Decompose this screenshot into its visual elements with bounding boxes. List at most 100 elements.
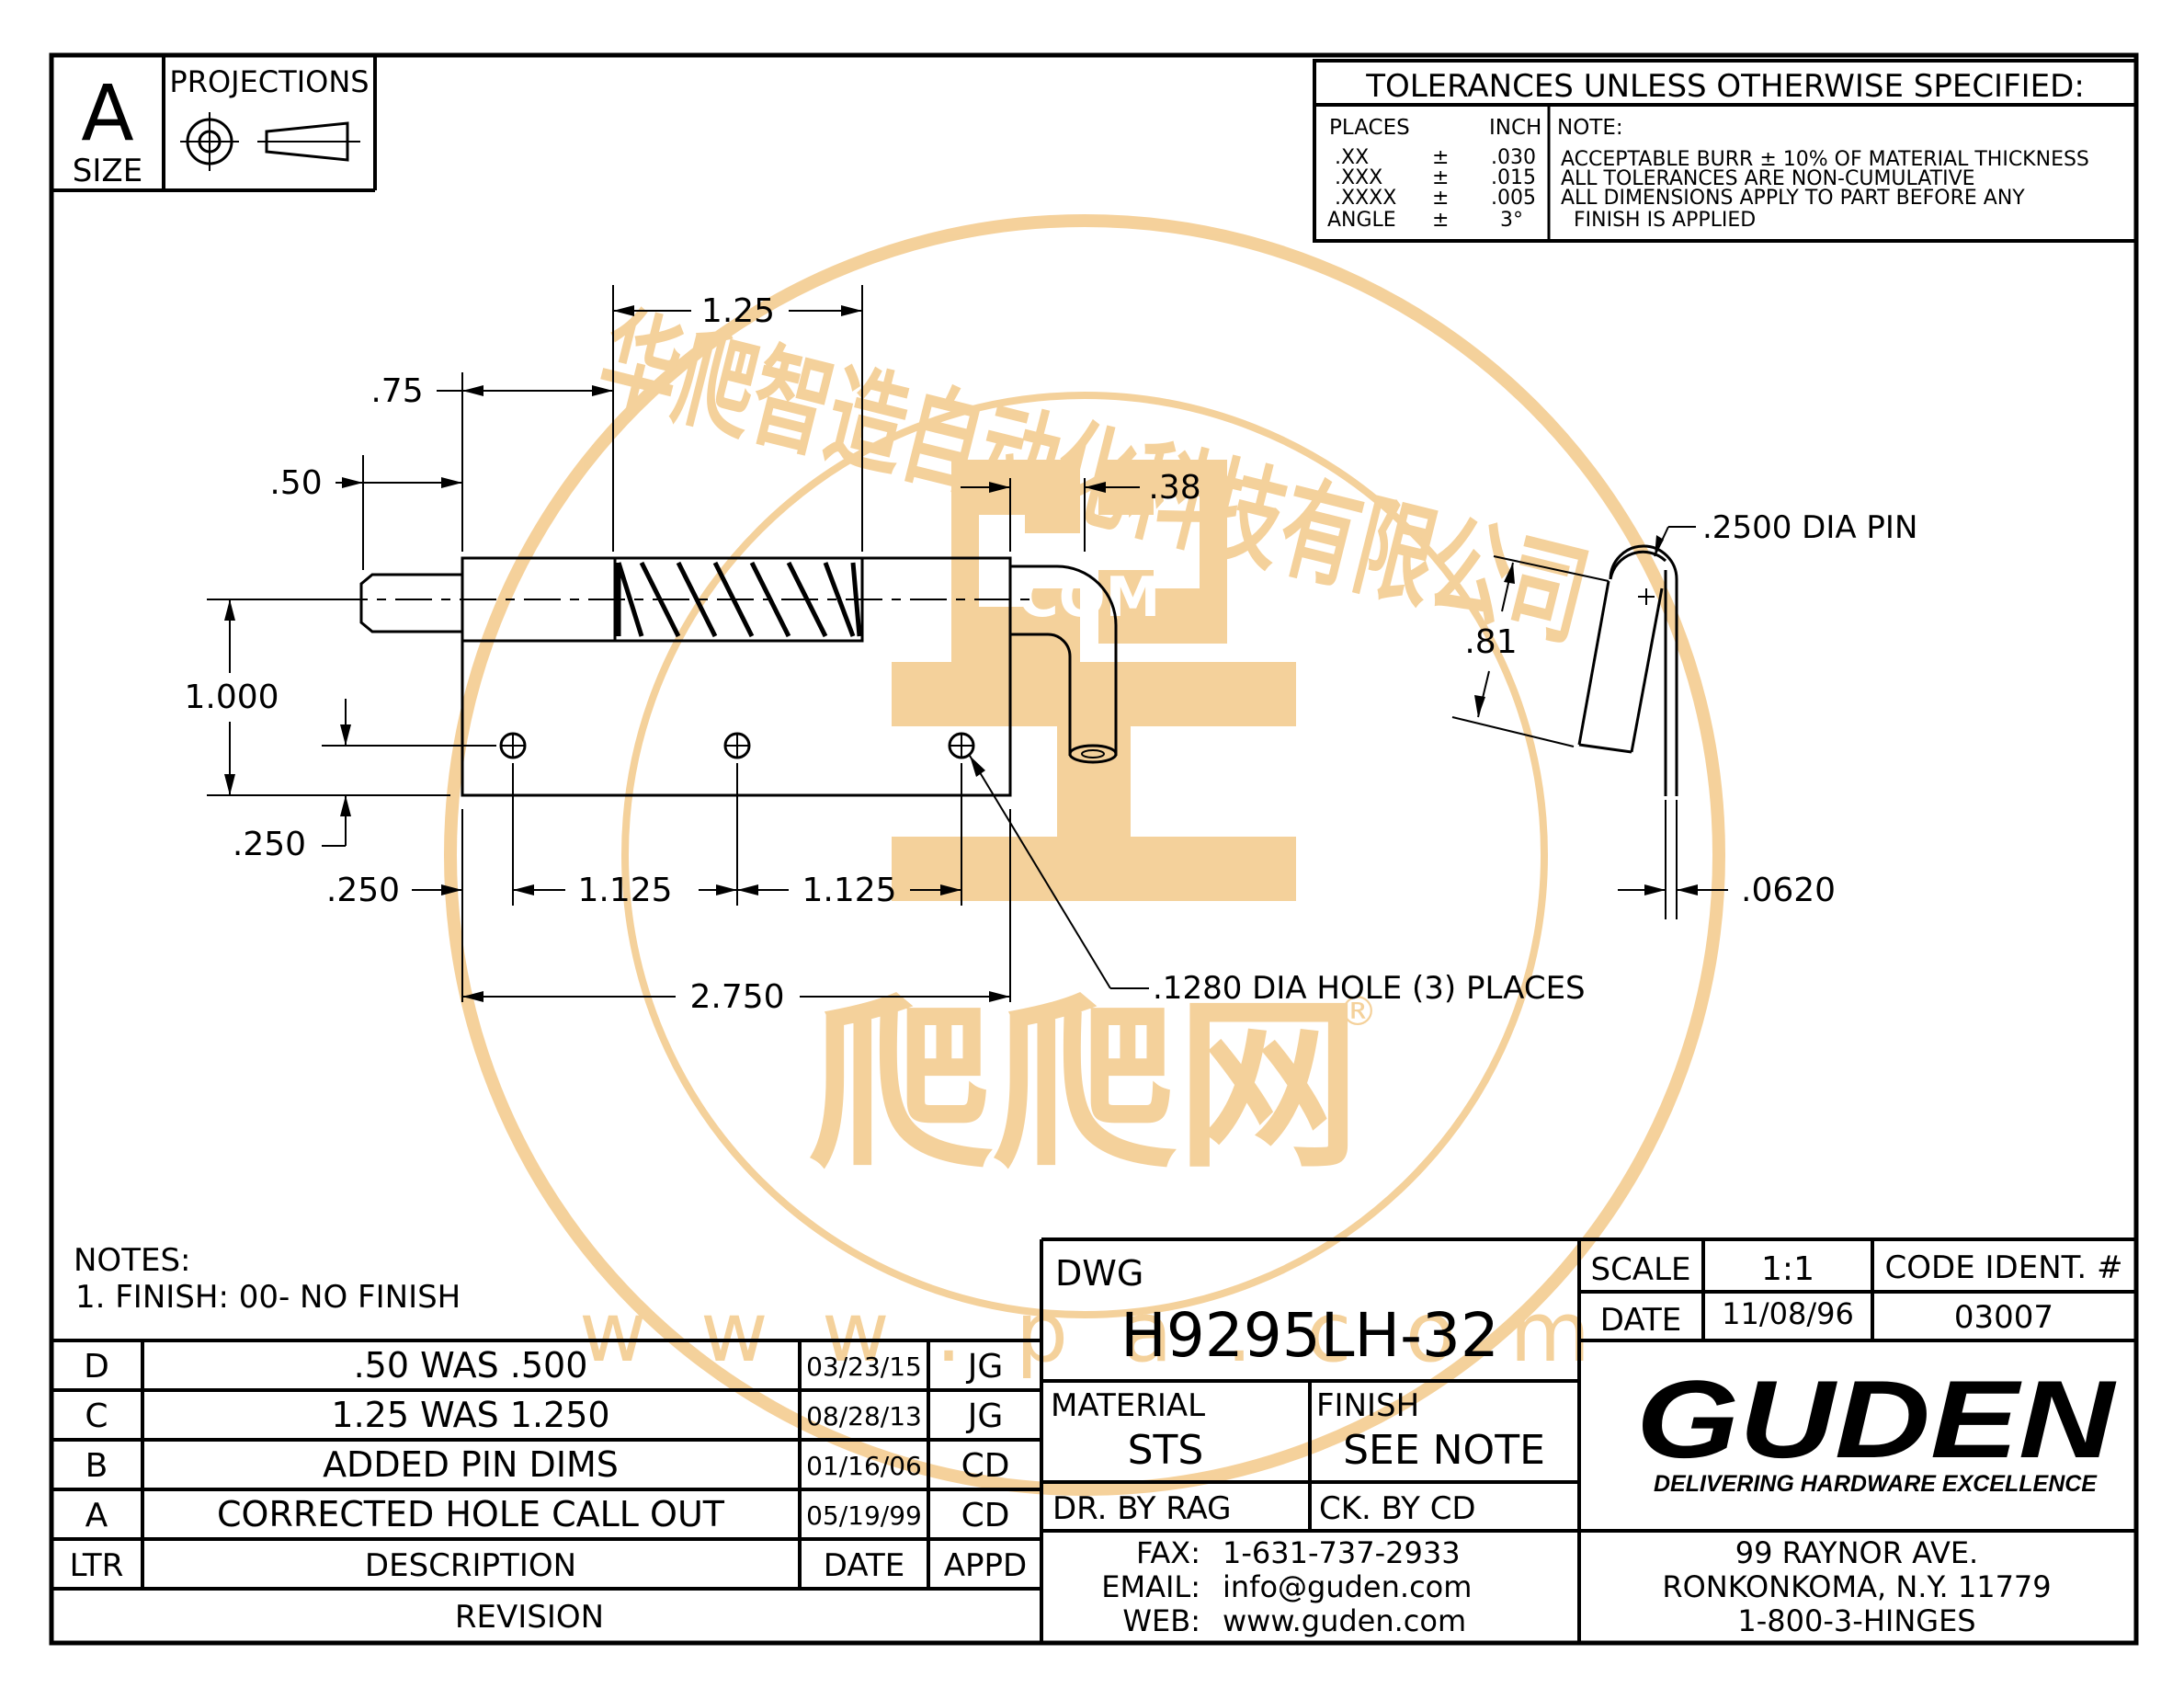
address-line-2: RONKONKOMA, N.Y. 11779 xyxy=(1662,1569,2051,1604)
web-label: WEB: xyxy=(1122,1603,1200,1638)
notes-header: NOTES: xyxy=(74,1242,190,1279)
finish-label: FINISH xyxy=(1316,1387,1419,1424)
revision-header-appd: APPD xyxy=(944,1547,1027,1584)
date-label: DATE xyxy=(1600,1302,1681,1339)
dim-label-0-50: .50 xyxy=(269,464,322,502)
projections-label: PROJECTIONS xyxy=(169,64,369,99)
part-side-view: .81 .2500 DIA PIN .0620 xyxy=(1451,509,1917,919)
revision-appd: CD xyxy=(961,1447,1010,1485)
revision-date: 08/28/13 xyxy=(806,1401,922,1431)
finish-value: SEE NOTE xyxy=(1343,1427,1545,1474)
tol-places: ANGLE xyxy=(1327,209,1396,232)
dimension-labels: 1.25 .75 .50 .38 1.000 .250 .250 1.125 1… xyxy=(184,292,1585,1016)
company-logo: GUDEN xyxy=(1636,1358,2117,1481)
title-block: DWG H9295LH-32 SCALE 1:1 CODE IDENT. # D… xyxy=(1041,1237,2136,1643)
general-notes: NOTES: 1. FINISH: 00- NO FINISH xyxy=(74,1242,461,1316)
third-angle-projection-icon xyxy=(180,112,360,171)
address-line-1: 99 RAYNOR AVE. xyxy=(1735,1535,1978,1570)
dim-label-1-000: 1.000 xyxy=(184,679,279,716)
inch-header: INCH xyxy=(1489,116,1541,140)
revision-ltr: B xyxy=(85,1447,108,1485)
checked-by: CK. BY CD xyxy=(1319,1490,1476,1527)
part-front-view xyxy=(331,556,1118,797)
places-header: PLACES xyxy=(1329,116,1410,140)
tol-note: ALL DIMENSIONS APPLY TO PART BEFORE ANY xyxy=(1561,187,2025,210)
tol-inch: .005 xyxy=(1491,187,1536,210)
code-ident-value: 03007 xyxy=(1954,1299,2053,1336)
tol-pm: ± xyxy=(1432,187,1449,210)
dim-label-0-38: .38 xyxy=(1148,469,1200,507)
revision-ltr: A xyxy=(85,1497,108,1534)
revision-header-ltr: LTR xyxy=(70,1547,124,1584)
notes-item: 1. FINISH: 00- NO FINISH xyxy=(75,1279,461,1316)
scale-value: 1:1 xyxy=(1761,1250,1814,1288)
dim-label-0-81: .81 xyxy=(1464,623,1517,661)
dim-label-1-25: 1.25 xyxy=(701,292,775,330)
revision-description: 1.25 WAS 1.250 xyxy=(331,1395,609,1435)
dim-label-0-75: .75 xyxy=(370,372,423,410)
revision-title: REVISION xyxy=(455,1599,604,1636)
watermark-logo-shape-base xyxy=(892,662,1296,901)
scale-label: SCALE xyxy=(1590,1251,1690,1288)
date-value: 11/08/96 xyxy=(1722,1296,1854,1331)
revision-ltr: C xyxy=(85,1397,108,1435)
revision-date: 01/16/06 xyxy=(806,1451,922,1481)
dimension-arrowheads xyxy=(224,305,1106,1002)
revision-date: 03/23/15 xyxy=(806,1352,922,1382)
note-header: NOTE: xyxy=(1557,116,1623,140)
pin-hook-inner xyxy=(1010,633,1072,756)
tolerances-title: TOLERANCES UNLESS OTHERWISE SPECIFIED: xyxy=(1365,68,2085,105)
dim-label-1-125-a: 1.125 xyxy=(577,872,672,909)
revision-header-date: DATE xyxy=(824,1547,904,1584)
revision-appd: JG xyxy=(966,1397,1004,1435)
tol-note: FINISH IS APPLIED xyxy=(1574,209,1756,232)
drawn-by: DR. BY RAG xyxy=(1052,1490,1232,1527)
tol-inch: .030 xyxy=(1491,146,1536,169)
tol-pm: ± xyxy=(1432,166,1449,189)
tol-inch: 3° xyxy=(1500,209,1523,232)
tol-places: .XX xyxy=(1335,146,1369,169)
revision-description: .50 WAS .500 xyxy=(354,1345,588,1386)
tol-places: .XXX xyxy=(1335,166,1382,189)
revision-appd: CD xyxy=(961,1497,1010,1534)
email-label: EMAIL: xyxy=(1101,1569,1200,1604)
pin-end xyxy=(1068,744,1118,764)
email-address: info@guden.com xyxy=(1223,1569,1472,1604)
tol-inch: .015 xyxy=(1491,166,1536,189)
fax-number: 1-631-737-2933 xyxy=(1223,1535,1461,1570)
dim-label-0-0620: .0620 xyxy=(1741,872,1836,909)
watermark-logo-shape-left xyxy=(951,460,1080,662)
revision-description: ADDED PIN DIMS xyxy=(323,1444,619,1485)
tol-places: .XXXX xyxy=(1335,187,1396,210)
watermark-inner-ring xyxy=(621,392,1548,1318)
watermark-logo-shape-right xyxy=(1098,460,1227,644)
tol-note: ALL TOLERANCES ARE NON-CUMULATIVE xyxy=(1561,167,1975,190)
revision-date: 05/19/99 xyxy=(806,1500,922,1531)
size-letter: A xyxy=(81,68,133,158)
tolerances-block: TOLERANCES UNLESS OTHERWISE SPECIFIED: P… xyxy=(1313,59,2138,243)
revision-ltr: D xyxy=(84,1348,109,1386)
pin-tip xyxy=(359,573,462,633)
pin-hook-outer xyxy=(1010,565,1118,756)
dim-label-2-750: 2.750 xyxy=(689,978,784,1016)
pin-callout: .2500 DIA PIN xyxy=(1702,509,1917,546)
revision-description: CORRECTED HOLE CALL OUT xyxy=(217,1494,725,1534)
address-line-3: 1-800-3-HINGES xyxy=(1737,1603,1975,1638)
hole-callout: .1280 DIA HOLE (3) PLACES xyxy=(1153,970,1586,1007)
material-value: STS xyxy=(1128,1427,1204,1474)
size-projection-block: A SIZE PROJECTIONS xyxy=(51,55,377,192)
dim-label-1-125-b: 1.125 xyxy=(802,872,896,909)
fax-label: FAX: xyxy=(1136,1535,1200,1570)
tol-pm: ± xyxy=(1432,209,1449,232)
dim-label-0-250-horizontal: .250 xyxy=(326,872,400,909)
revision-appd: JG xyxy=(966,1348,1004,1386)
size-label: SIZE xyxy=(73,153,142,189)
mounting-holes xyxy=(499,732,975,759)
watermark-logo-text: 爬爬网 xyxy=(809,979,1360,1193)
tol-note: ACCEPTABLE BURR ± 10% OF MATERIAL THICKN… xyxy=(1561,148,2089,171)
company-tagline: DELIVERING HARDWARE EXCELLENCE xyxy=(1654,1471,2098,1497)
revision-header-description: DESCRIPTION xyxy=(365,1547,576,1584)
dim-label-0-250-vertical: .250 xyxy=(233,826,306,863)
dwg-label: DWG xyxy=(1055,1253,1143,1294)
